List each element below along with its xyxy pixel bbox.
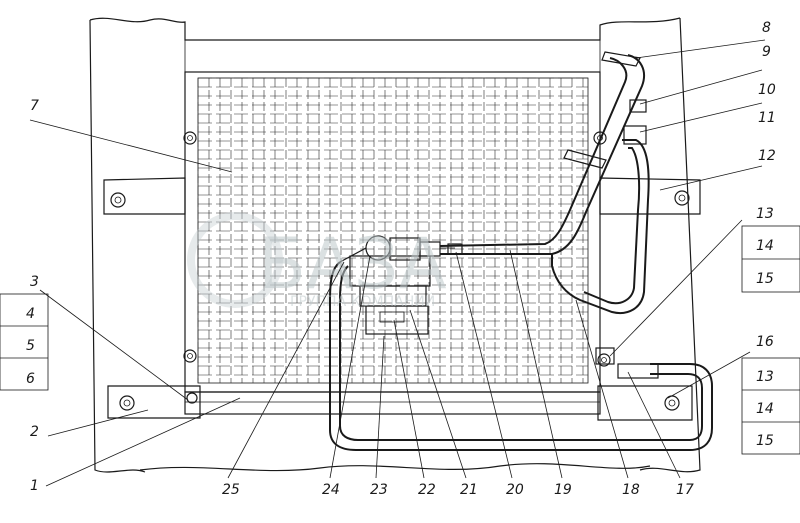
callout-3: 3 (30, 274, 39, 290)
callout-23: 23 (370, 482, 388, 498)
callout-25: 25 (222, 482, 240, 498)
callout-11: 11 (758, 110, 776, 126)
left-upper-bracket (103, 131, 197, 215)
pipe-right-loop (551, 139, 650, 314)
watermark: БАЗА ГРУППА КОМПАНИЙ (187, 212, 447, 310)
callout-9: 9 (762, 44, 771, 60)
callout-13a: 13 (756, 206, 774, 222)
callout-15b: 15 (756, 433, 774, 449)
leader-lines (29, 39, 766, 487)
callout-20: 20 (506, 482, 524, 498)
callout-6: 6 (26, 371, 35, 387)
watermark-brand: БАЗА (258, 223, 447, 305)
callout-16: 16 (756, 334, 774, 350)
watermark-tagline: ГРУППА КОМПАНИЙ (290, 292, 435, 310)
left-lower-bracket (107, 349, 201, 419)
pipe-upper-diagonal (439, 51, 646, 255)
label-boxes (0, 225, 800, 455)
callout-21: 21 (460, 482, 478, 498)
valve-assembly (339, 235, 463, 335)
callout-14a: 14 (756, 238, 774, 254)
callout-10: 10 (758, 82, 776, 98)
callout-13b: 13 (756, 369, 774, 385)
callout-4: 4 (26, 306, 35, 322)
callout-labels: 7 3 4 5 6 2 1 8 9 10 11 12 13 14 15 16 1… (26, 20, 776, 498)
callout-22: 22 (418, 482, 436, 498)
callout-7: 7 (30, 98, 39, 114)
callout-1: 1 (30, 478, 39, 494)
bottom-strip (184, 391, 601, 415)
callout-19: 19 (554, 482, 572, 498)
callout-15a: 15 (756, 271, 774, 287)
callout-14b: 14 (756, 401, 774, 417)
callout-5: 5 (26, 338, 35, 354)
callout-17: 17 (676, 482, 694, 498)
frame-outline (89, 17, 701, 473)
callout-18: 18 (622, 482, 640, 498)
radiator-core (184, 71, 601, 393)
right-fittings (595, 99, 659, 379)
callout-2: 2 (30, 424, 39, 440)
callout-24: 24 (322, 482, 340, 498)
callout-8: 8 (762, 20, 771, 36)
callout-12: 12 (758, 148, 776, 164)
